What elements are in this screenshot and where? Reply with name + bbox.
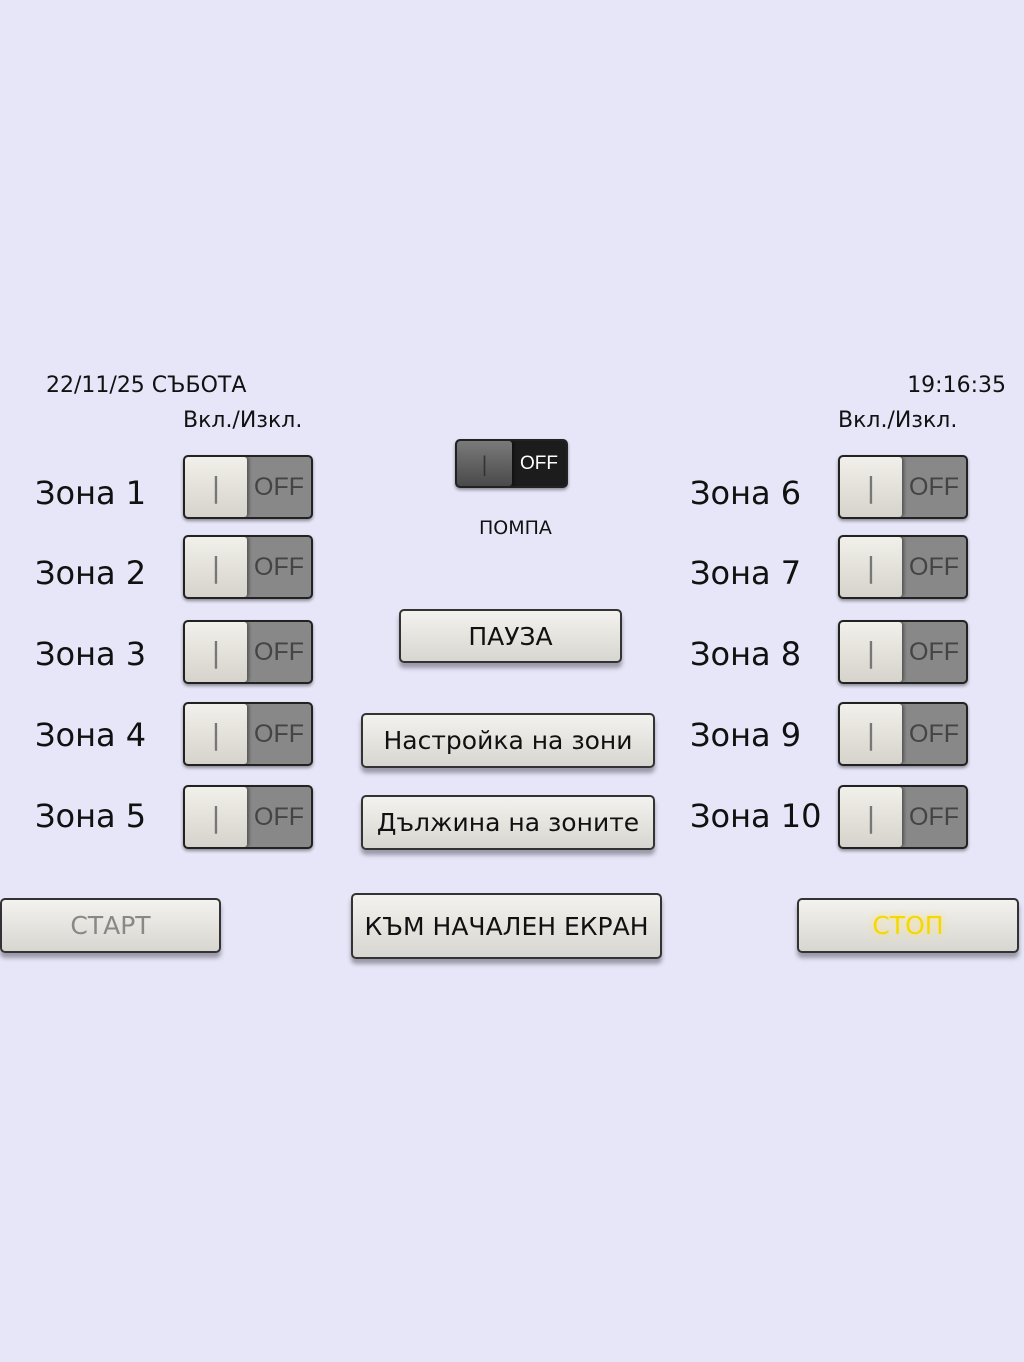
zone-label: Зона 1 bbox=[35, 474, 147, 512]
toggle-knob: | bbox=[840, 537, 902, 597]
zone-length-button[interactable]: Дължина на зоните bbox=[361, 795, 655, 850]
pump-label: ПОМПА bbox=[479, 517, 552, 539]
toggle-knob: | bbox=[457, 441, 512, 486]
toggle-state: OFF bbox=[254, 552, 304, 581]
onoff-header-left: Вкл./Изкл. bbox=[183, 408, 303, 433]
toggle-knob: | bbox=[185, 537, 247, 597]
stop-button[interactable]: СТОП bbox=[797, 898, 1019, 953]
toggle-state: OFF bbox=[909, 552, 959, 581]
toggle-knob: | bbox=[840, 622, 902, 682]
zone-toggle[interactable]: | OFF bbox=[838, 620, 968, 684]
zone-toggle[interactable]: | OFF bbox=[183, 785, 313, 849]
zone-toggle[interactable]: | OFF bbox=[838, 702, 968, 766]
toggle-state: OFF bbox=[254, 637, 304, 666]
zone-toggle[interactable]: | OFF bbox=[183, 455, 313, 519]
onoff-header-right: Вкл./Изкл. bbox=[838, 408, 958, 433]
zone-label: Зона 8 bbox=[690, 635, 802, 673]
zone-label: Зона 9 bbox=[690, 716, 802, 754]
zone-toggle[interactable]: | OFF bbox=[838, 535, 968, 599]
pump-toggle[interactable]: | OFF bbox=[455, 439, 568, 488]
home-screen-button[interactable]: КЪМ НАЧАЛЕН ЕКРАН bbox=[351, 893, 662, 959]
zone-toggle[interactable]: | OFF bbox=[183, 702, 313, 766]
zone-label: Зона 3 bbox=[35, 635, 147, 673]
toggle-state: OFF bbox=[909, 802, 959, 831]
toggle-knob: | bbox=[185, 704, 247, 764]
toggle-state: OFF bbox=[254, 802, 304, 831]
toggle-state: OFF bbox=[909, 719, 959, 748]
zone-label: Зона 7 bbox=[690, 554, 802, 592]
toggle-knob: | bbox=[840, 787, 902, 847]
zone-label: Зона 6 bbox=[690, 474, 802, 512]
zone-toggle[interactable]: | OFF bbox=[183, 535, 313, 599]
toggle-state: OFF bbox=[254, 719, 304, 748]
toggle-knob: | bbox=[840, 704, 902, 764]
toggle-knob: | bbox=[840, 457, 902, 517]
toggle-state: OFF bbox=[254, 472, 304, 501]
toggle-state: OFF bbox=[909, 637, 959, 666]
date-display: 22/11/25 СЪБОТА bbox=[46, 373, 247, 398]
zone-label: Зона 5 bbox=[35, 797, 147, 835]
zone-toggle[interactable]: | OFF bbox=[838, 455, 968, 519]
toggle-knob: | bbox=[185, 787, 247, 847]
zone-label: Зона 2 bbox=[35, 554, 147, 592]
zone-toggle[interactable]: | OFF bbox=[183, 620, 313, 684]
zone-toggle[interactable]: | OFF bbox=[838, 785, 968, 849]
toggle-knob: | bbox=[185, 457, 247, 517]
time-display: 19:16:35 bbox=[907, 373, 1006, 398]
start-button[interactable]: СТАРТ bbox=[0, 898, 221, 953]
pause-button[interactable]: ПАУЗА bbox=[399, 609, 622, 663]
toggle-state: OFF bbox=[520, 452, 558, 474]
zone-settings-button[interactable]: Настройка на зони bbox=[361, 713, 655, 768]
zone-label: Зона 4 bbox=[35, 716, 147, 754]
zone-label: Зона 10 bbox=[690, 797, 822, 835]
toggle-state: OFF bbox=[909, 472, 959, 501]
toggle-knob: | bbox=[185, 622, 247, 682]
